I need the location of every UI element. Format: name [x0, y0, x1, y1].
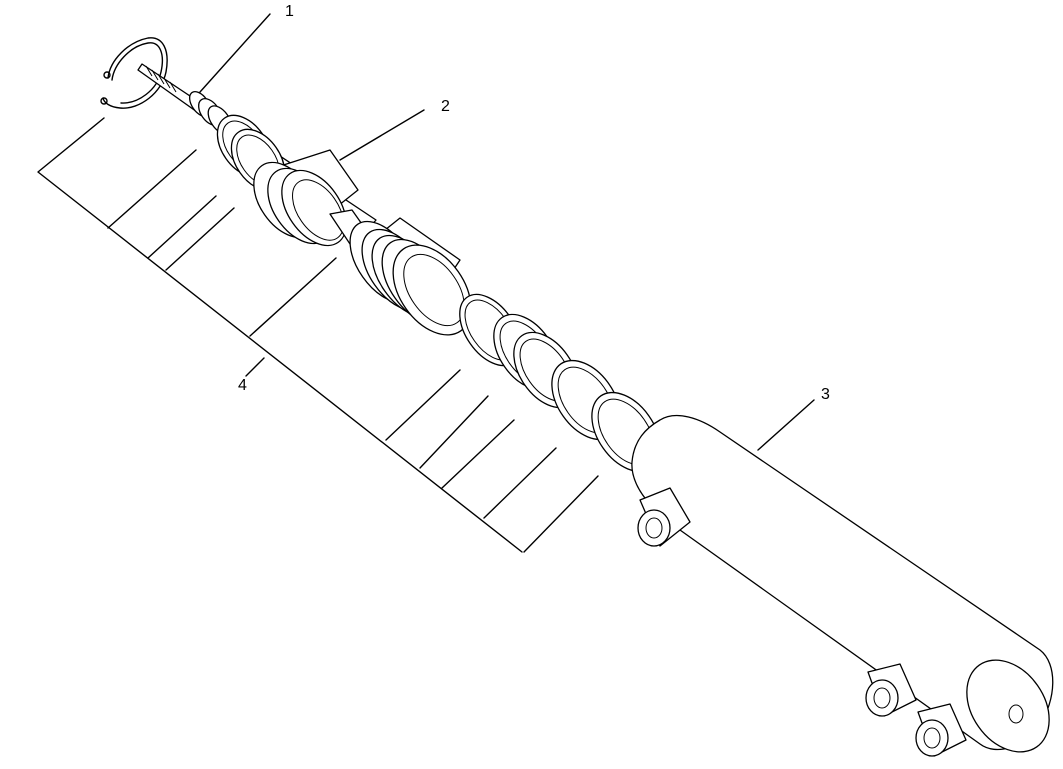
cylinder-barrel [631, 414, 1054, 757]
callout-1: 1 [285, 3, 294, 20]
callout-4: 4 [238, 377, 247, 394]
leader-lines [37, 13, 815, 553]
piston [349, 217, 472, 336]
callout-2: 2 [441, 98, 450, 115]
rod-guide [253, 149, 377, 257]
retaining-ring [100, 37, 168, 109]
callout-3: 3 [821, 386, 830, 403]
